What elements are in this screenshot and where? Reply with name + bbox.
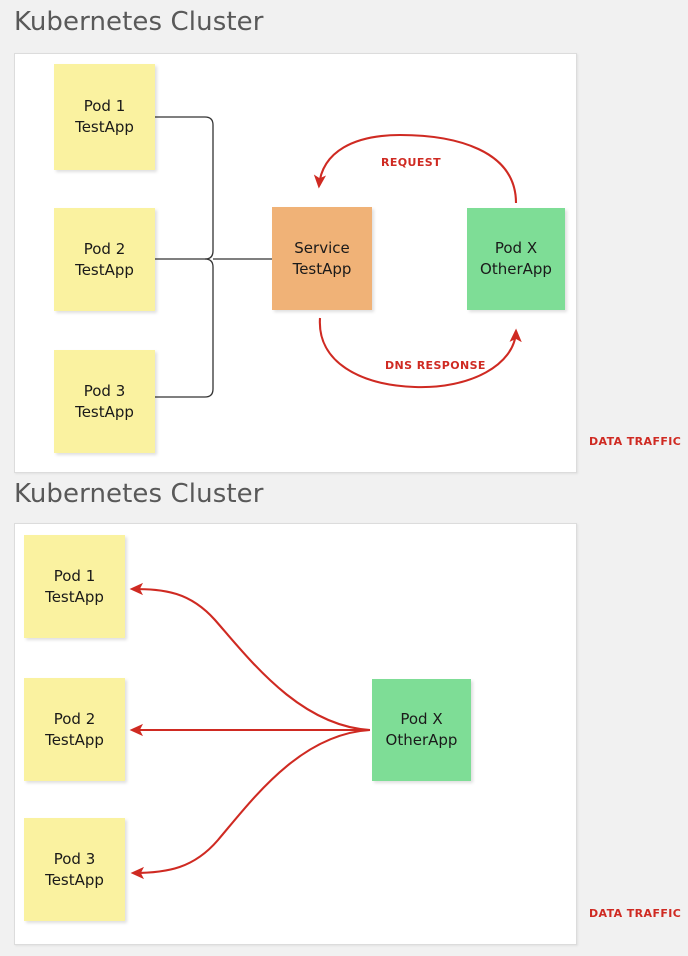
node-line-2: TestApp bbox=[75, 260, 134, 279]
edge-label-request: REQUEST bbox=[381, 156, 442, 169]
node-pod-1-top[interactable]: Pod 1 TestApp bbox=[54, 64, 155, 170]
legend-data-traffic-top: DATA TRAFFIC bbox=[589, 435, 682, 448]
cluster-title-bottom: Kubernetes Cluster bbox=[14, 479, 264, 509]
node-pod-x-top[interactable]: Pod X OtherApp bbox=[467, 208, 565, 310]
node-pod-1-bottom[interactable]: Pod 1 TestApp bbox=[24, 535, 125, 638]
node-line-2: TestApp bbox=[45, 730, 104, 749]
node-line-2: TestApp bbox=[75, 118, 134, 136]
node-line-1: Service bbox=[294, 238, 350, 257]
node-service-testapp[interactable]: Service TestApp bbox=[272, 207, 372, 310]
node-pod-3-bottom[interactable]: Pod 3 TestApp bbox=[24, 818, 125, 921]
node-pod-x-bottom[interactable]: Pod X OtherApp bbox=[372, 679, 471, 781]
node-line-1: Pod 2 bbox=[83, 239, 126, 258]
node-line-1: Pod 1 bbox=[83, 97, 126, 115]
node-pod-2-top[interactable]: Pod 2 TestApp bbox=[54, 208, 155, 311]
edge-label-dns-response: DNS RESPONSE bbox=[385, 359, 486, 372]
node-line-2: TestApp bbox=[75, 402, 134, 421]
node-line-1: Pod 2 bbox=[53, 709, 96, 728]
node-line-2: TestApp bbox=[292, 259, 352, 278]
node-line-2: TestApp bbox=[45, 870, 104, 889]
node-pod-2-bottom[interactable]: Pod 2 TestApp bbox=[24, 678, 125, 781]
cluster-title-top: Kubernetes Cluster bbox=[14, 7, 264, 37]
node-line-1: Pod 3 bbox=[53, 849, 96, 868]
node-line-1: Pod 1 bbox=[53, 566, 96, 585]
node-line-2: TestApp bbox=[45, 587, 104, 606]
node-line-1: Pod X bbox=[494, 239, 538, 257]
legend-data-traffic-bottom: DATA TRAFFIC bbox=[589, 907, 682, 920]
node-line-2: OtherApp bbox=[480, 260, 552, 278]
node-line-1: Pod 3 bbox=[83, 381, 126, 400]
node-line-2: OtherApp bbox=[385, 731, 458, 749]
node-line-1: Pod X bbox=[400, 710, 443, 728]
node-pod-3-top[interactable]: Pod 3 TestApp bbox=[54, 350, 155, 453]
